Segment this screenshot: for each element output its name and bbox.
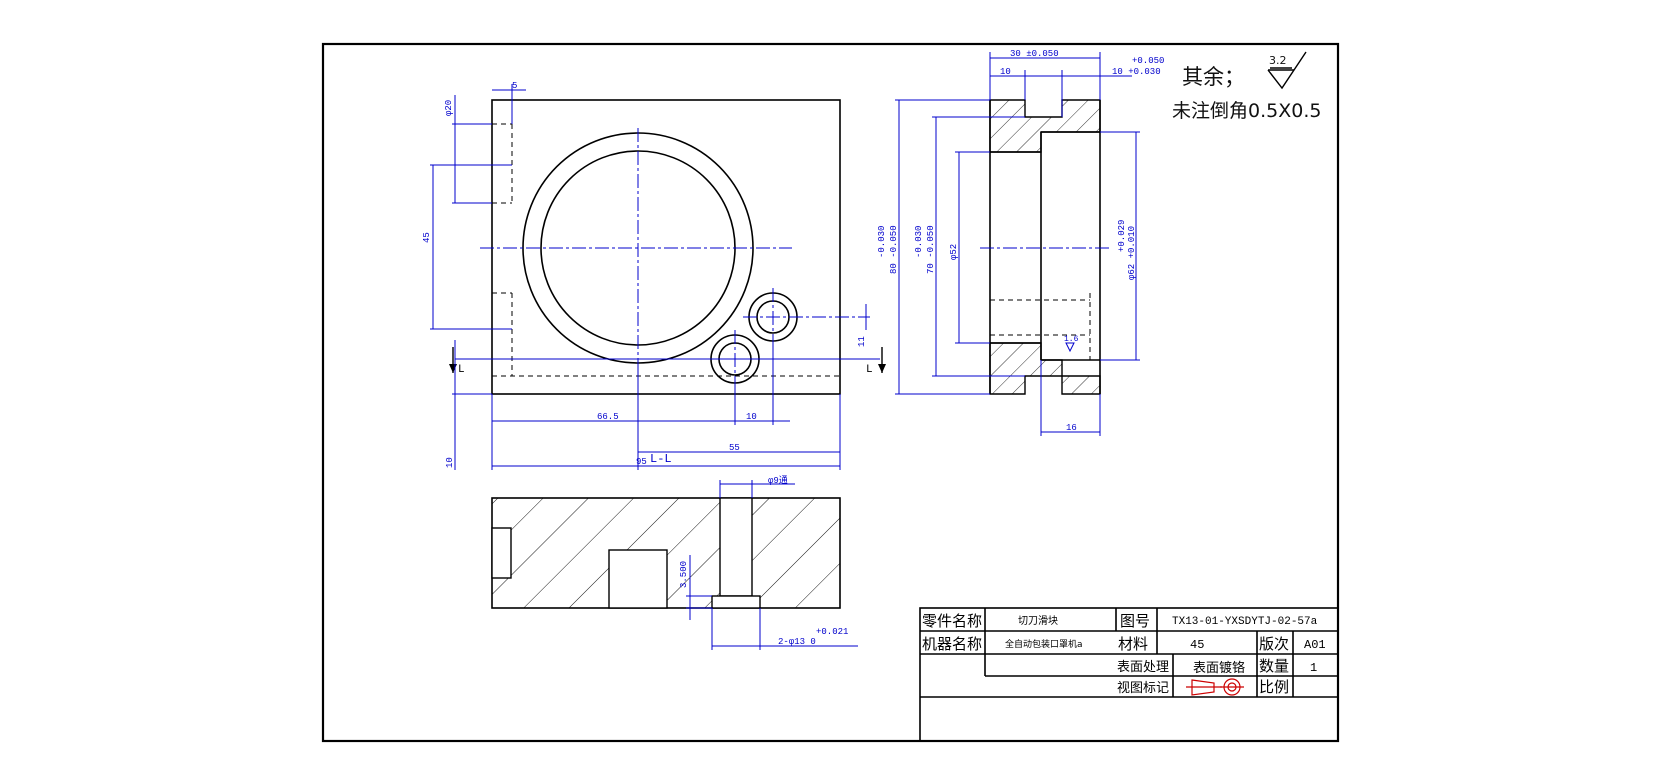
side-hatch-bottom bbox=[989, 342, 1101, 395]
roughness-symbol-default bbox=[1267, 51, 1307, 90]
side-dimension-lines bbox=[895, 52, 1140, 436]
chamfer-note: 未注倒角0.5X0.5 bbox=[1172, 100, 1321, 122]
side-hatch-top bbox=[989, 99, 1101, 153]
drawing-no: TX13-01-YXSDYTJ-02-57a bbox=[1172, 616, 1318, 628]
dim-80-upper: -0.030 bbox=[877, 226, 887, 258]
dim-10-left: 10 bbox=[445, 457, 455, 468]
dim-phi20: φ20 bbox=[444, 100, 454, 116]
machine-name-label: 机器名称 bbox=[922, 635, 982, 653]
dim-roughness-1-6: 1.6 bbox=[1064, 335, 1079, 344]
dim-5: 5 bbox=[512, 81, 517, 91]
roughness-default-value: 3.2 bbox=[1269, 54, 1287, 67]
machine-name: 全自动包装口罩机a bbox=[1005, 638, 1083, 650]
dim-10-top: 10 bbox=[1000, 67, 1011, 77]
section-through-hole bbox=[719, 497, 753, 597]
dim-2phi13: 2-φ13 0 bbox=[778, 637, 816, 647]
version: A01 bbox=[1304, 638, 1326, 652]
section-label: L-L bbox=[650, 452, 672, 466]
surface: 表面镀铬 bbox=[1193, 660, 1245, 676]
dim-phi62: φ62 +0.010 bbox=[1127, 226, 1137, 280]
dim-70: 70 -0.050 bbox=[926, 225, 936, 274]
front-dimension-lines bbox=[430, 84, 867, 470]
material-label: 材料 bbox=[1118, 635, 1148, 653]
section-arrows bbox=[449, 347, 886, 373]
roughness-symbol-1-6 bbox=[1065, 342, 1075, 353]
part-name: 切刀滑块 bbox=[1018, 615, 1058, 627]
dim-70-upper: -0.030 bbox=[914, 226, 924, 258]
centerlines bbox=[480, 128, 870, 390]
side-outline bbox=[989, 100, 1101, 394]
hidden-lines bbox=[492, 123, 840, 377]
projection-symbol bbox=[1186, 678, 1244, 696]
side-view: 1.6 bbox=[980, 99, 1110, 395]
drawing-no-label: 图号 bbox=[1120, 612, 1150, 630]
section-mark-right: L bbox=[866, 364, 873, 376]
dim-phi52: φ52 bbox=[949, 244, 959, 260]
drawing-frame bbox=[321, 42, 1340, 743]
section-mark-left: L bbox=[458, 364, 465, 376]
section-left-recess bbox=[491, 527, 512, 579]
section-view bbox=[491, 497, 841, 609]
dim-80: 80 -0.050 bbox=[889, 225, 899, 274]
dim-3-5: 3.500 bbox=[679, 561, 689, 588]
part-name-label: 零件名称 bbox=[922, 612, 982, 630]
version-label: 版次 bbox=[1259, 635, 1289, 653]
scale-label: 比例 bbox=[1259, 678, 1289, 696]
dim-phi9: φ9通 bbox=[768, 475, 788, 486]
quantity-label: 数量 bbox=[1259, 657, 1289, 675]
view-mark-label: 视图标记 bbox=[1117, 681, 1169, 696]
section-counterbore bbox=[711, 595, 761, 609]
dim-55: 55 bbox=[729, 443, 740, 453]
section-pocket bbox=[608, 549, 668, 609]
quantity: 1 bbox=[1310, 661, 1317, 675]
material: 45 bbox=[1190, 638, 1204, 652]
remaining-label: 其余； bbox=[1182, 65, 1245, 89]
dim-66-5: 66.5 bbox=[597, 412, 619, 422]
side-hidden bbox=[990, 293, 1091, 360]
title-block bbox=[919, 607, 1339, 742]
dim-10-hole: 10 bbox=[746, 412, 757, 422]
front-view-outline bbox=[491, 99, 841, 395]
dim-2phi13-upper: +0.021 bbox=[816, 627, 848, 637]
dim-45: 45 bbox=[422, 232, 432, 243]
dim-16: 16 bbox=[1066, 423, 1077, 433]
dim-95: 95 bbox=[636, 457, 647, 467]
section-dimension-lines bbox=[686, 480, 858, 650]
dim-tol-top: +0.050 bbox=[1132, 56, 1164, 66]
surface-label: 表面处理 bbox=[1117, 660, 1169, 675]
dim-10-top-r: 10 +0.030 bbox=[1112, 67, 1161, 77]
dim-30: 30 ±0.050 bbox=[1010, 49, 1059, 59]
front-view: L L bbox=[449, 99, 886, 395]
dim-11: 11 bbox=[857, 336, 867, 347]
dim-phi62-upper: +0.029 bbox=[1117, 220, 1127, 252]
